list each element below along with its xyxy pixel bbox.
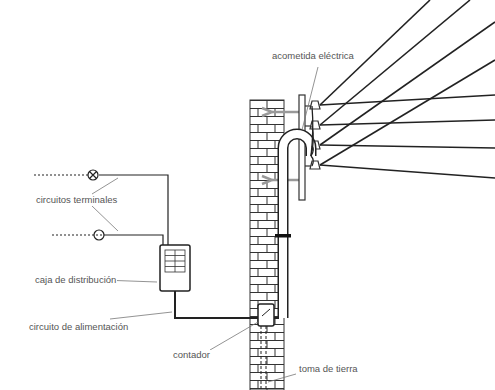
lamp-symbol — [88, 170, 98, 180]
conduit-clamp — [275, 234, 291, 238]
callout-label: contador — [172, 350, 211, 361]
callout-label: caja de distribución — [34, 275, 117, 286]
terminal-wire — [99, 175, 168, 245]
breaker — [165, 250, 185, 272]
callout-label: circuitos terminales — [35, 195, 118, 206]
ground-rod — [261, 326, 266, 390]
conduit — [283, 134, 311, 318]
leader-line — [92, 67, 318, 382]
conduit-inner — [283, 134, 311, 318]
callout-label: circuito de alimentación — [28, 322, 129, 333]
drop-wire — [311, 106, 313, 166]
callout-label: toma de tierra — [298, 364, 359, 375]
feeder-wire — [175, 291, 258, 318]
terminal-wire — [104, 235, 163, 245]
insulator-post — [299, 95, 305, 200]
meter — [258, 304, 274, 326]
meter-dial — [262, 309, 270, 316]
distribution-box — [160, 245, 190, 291]
callout-label: acometida eléctrica — [271, 51, 355, 62]
outlet-symbol — [94, 230, 104, 240]
overhead-wire — [320, 0, 495, 178]
lamp-cross — [90, 172, 97, 179]
